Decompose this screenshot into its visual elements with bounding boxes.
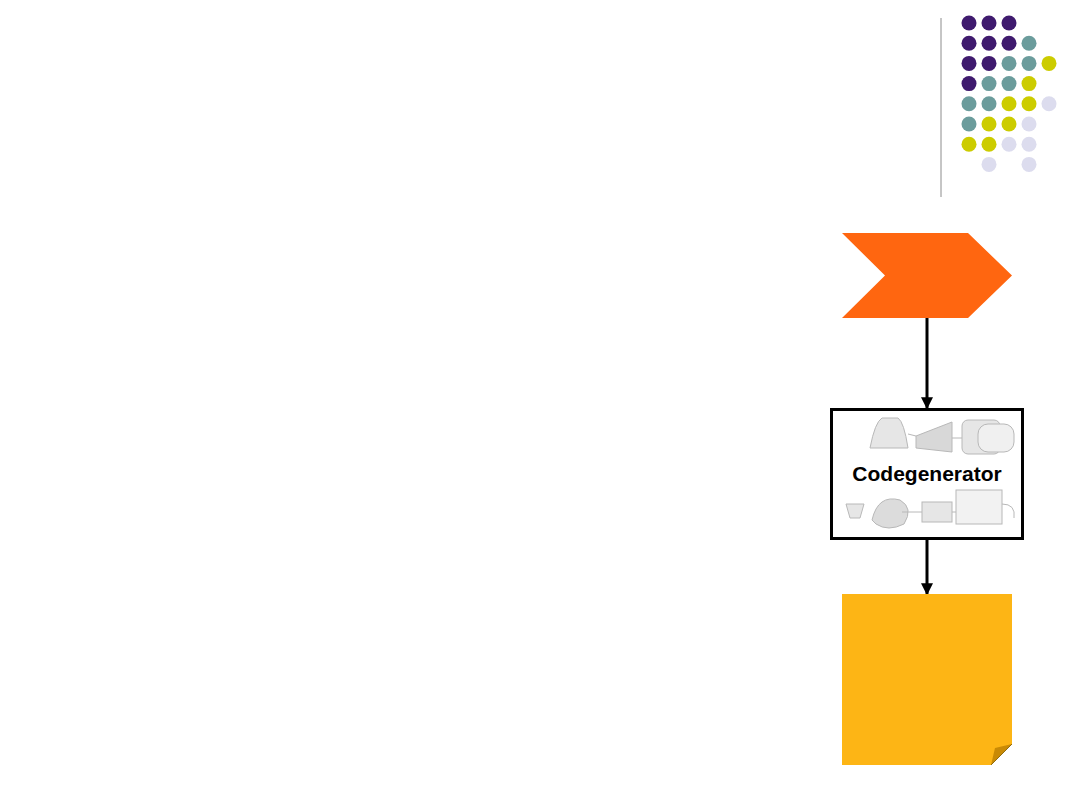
decor-dot — [1022, 96, 1037, 111]
decor-dot — [982, 36, 997, 51]
decor-dot — [982, 76, 997, 91]
chevron-outline — [842, 233, 1012, 318]
decor-dot — [1022, 56, 1037, 71]
decor-dot — [1022, 117, 1037, 132]
decor-dot — [962, 56, 977, 71]
flow-arrow — [926, 540, 929, 594]
decor-dot — [1042, 96, 1057, 111]
decor-dot — [1002, 137, 1017, 152]
plant-illustration — [846, 418, 1014, 528]
divider-line — [941, 18, 942, 197]
decor-dot — [1002, 56, 1017, 71]
decor-dot — [962, 117, 977, 132]
decor-dot — [982, 117, 997, 132]
decor-dot — [982, 157, 997, 172]
box-border — [832, 410, 1023, 539]
decor-dot — [1002, 16, 1017, 31]
output-note — [842, 594, 1012, 765]
decor-dot — [962, 137, 977, 152]
decor-dot — [962, 16, 977, 31]
note-fold-edge — [991, 744, 1012, 765]
decor-dot — [982, 56, 997, 71]
decor-dot — [1042, 56, 1057, 71]
decor-dot — [982, 137, 997, 152]
start-chevron — [842, 233, 1012, 318]
decor-dot — [1022, 137, 1037, 152]
decor-dot — [1002, 36, 1017, 51]
decor-dot — [982, 96, 997, 111]
note-fold — [991, 744, 1012, 765]
flow-arrow — [926, 318, 929, 408]
node-label: Codegenerator — [848, 462, 1005, 486]
dot-grid — [962, 16, 1057, 172]
decor-dot — [1002, 76, 1017, 91]
process-box: Codegenerator — [830, 408, 1024, 540]
decor-dot — [1002, 117, 1017, 132]
chevron-shape — [842, 233, 1012, 318]
decor-dot — [982, 16, 997, 31]
note-shape — [842, 594, 1012, 765]
decor-dot — [1022, 157, 1037, 172]
decor-dot — [962, 36, 977, 51]
decor-dot — [962, 76, 977, 91]
decor-dot — [1022, 76, 1037, 91]
decor-dot — [1002, 96, 1017, 111]
decor-dot — [962, 96, 977, 111]
note-outline — [842, 594, 1012, 765]
decor-dot — [1022, 36, 1037, 51]
